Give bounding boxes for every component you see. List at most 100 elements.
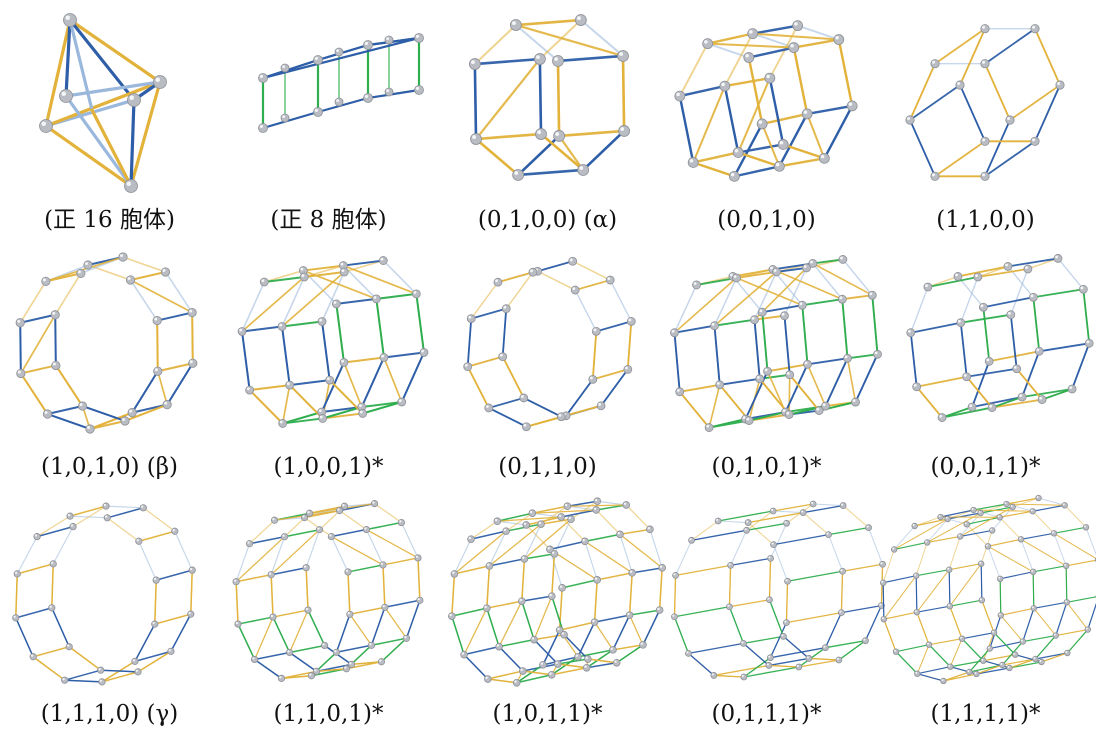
edge <box>1034 652 1068 660</box>
vertex <box>783 619 790 627</box>
edge <box>840 604 883 614</box>
figure-caption: (0,1,0,0) (α) <box>477 207 618 233</box>
edge <box>451 607 488 617</box>
figure-caption: (1,0,1,0) (β) <box>41 454 178 480</box>
edge <box>708 418 747 429</box>
vertex-highlight <box>799 302 803 306</box>
vertex-highlight <box>67 513 71 517</box>
edge <box>539 132 585 172</box>
edge <box>81 405 127 422</box>
edge <box>288 609 309 654</box>
vertex <box>42 409 53 419</box>
edge <box>827 526 870 536</box>
edge <box>566 505 597 511</box>
vertex-highlight <box>982 60 985 64</box>
vertex <box>912 382 922 392</box>
edge <box>36 515 71 538</box>
edge <box>373 503 403 524</box>
edge <box>687 642 745 655</box>
vertex-highlight <box>758 120 763 124</box>
edge <box>347 564 384 573</box>
vertex-highlight <box>686 651 689 654</box>
vertex-highlight <box>129 95 134 100</box>
edge <box>786 570 844 582</box>
edge <box>784 363 809 414</box>
vertex <box>747 28 759 40</box>
vertex-highlight <box>279 420 283 424</box>
edge <box>321 412 364 420</box>
edge <box>360 356 385 409</box>
vertex <box>48 604 56 612</box>
vertex-highlight <box>974 672 977 674</box>
vertex-highlight <box>549 672 552 675</box>
edge <box>525 516 562 526</box>
vertex <box>518 597 526 605</box>
vertex-highlight <box>989 404 993 408</box>
vertex-highlight <box>314 669 317 672</box>
vertex <box>50 310 60 320</box>
vertex <box>66 512 74 520</box>
vertex <box>756 118 768 130</box>
edge <box>270 566 307 576</box>
vertex-highlight <box>452 571 455 574</box>
vertex-highlight <box>756 375 760 379</box>
edge <box>565 378 594 417</box>
edge <box>713 674 745 678</box>
edge <box>730 529 748 566</box>
vertex <box>843 353 852 363</box>
vertex <box>710 321 719 331</box>
edge <box>585 662 618 669</box>
vertex-highlight <box>421 349 424 353</box>
edge <box>675 539 693 576</box>
edge <box>270 573 274 618</box>
edge <box>556 59 561 138</box>
edge <box>466 365 490 409</box>
vertex <box>187 307 197 318</box>
edge <box>761 122 781 168</box>
vertex-highlight <box>958 534 961 537</box>
vertex-highlight <box>823 645 826 648</box>
edge <box>691 161 736 178</box>
edge <box>321 406 363 420</box>
vertex <box>171 527 179 535</box>
vertex-highlight <box>915 671 918 674</box>
vertex <box>583 655 592 663</box>
edge <box>248 389 284 425</box>
edge <box>235 573 272 583</box>
edge <box>581 129 626 172</box>
vertex <box>269 613 277 621</box>
vertex <box>384 87 394 97</box>
vertex-highlight <box>62 677 65 681</box>
vertex-highlight <box>892 547 895 550</box>
vertex-highlight <box>925 284 928 287</box>
vertex <box>702 38 714 50</box>
vertex-highlight <box>764 368 768 372</box>
vertex <box>590 618 599 626</box>
vertex <box>493 517 502 526</box>
edge <box>595 320 633 333</box>
vertex-highlight <box>345 569 348 572</box>
edge <box>846 357 857 403</box>
edge <box>806 112 826 160</box>
edge <box>971 396 1024 408</box>
edge <box>1053 532 1096 560</box>
vertex <box>320 641 329 650</box>
vertex <box>967 402 977 412</box>
vertex-highlight <box>771 542 774 545</box>
vertex-highlight <box>852 399 856 403</box>
vertex <box>996 575 1004 583</box>
vertex-highlight <box>1030 509 1033 512</box>
vertex <box>98 678 106 686</box>
edge <box>1065 565 1068 603</box>
edge <box>400 351 425 404</box>
vertex <box>302 564 310 572</box>
vertex <box>377 658 386 666</box>
vertex <box>996 514 1003 521</box>
vertex-highlight <box>1032 25 1035 29</box>
vertex <box>152 315 162 326</box>
vertex <box>605 275 615 285</box>
figure-caption: (正 16 胞体) <box>44 207 175 233</box>
vertex-highlight <box>1025 266 1028 269</box>
vertex <box>846 100 858 112</box>
edge <box>466 355 504 368</box>
